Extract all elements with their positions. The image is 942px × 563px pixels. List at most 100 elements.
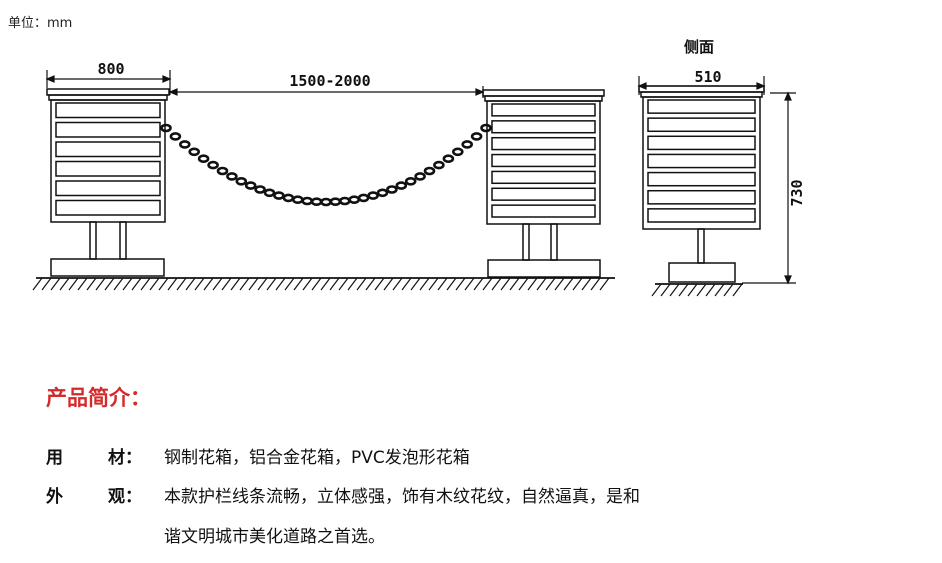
hatch-mark [401,277,412,291]
hatch-mark [732,283,743,297]
chain-link-ring [480,123,492,133]
chain-link-ring [207,160,219,170]
material-key-part2: 材： [108,448,142,468]
chain-link-ring [348,195,361,204]
chain-link-ring [338,196,351,206]
chain-link-ring [216,166,229,176]
hatch-mark [257,277,268,291]
hatch-mark [356,277,367,291]
chain-link-ring [235,177,248,186]
chain-link-ring [179,140,191,149]
slat [55,160,161,177]
material-key: 用 材： [46,443,164,468]
hatch-mark [696,283,707,297]
chain-link-ring [451,147,464,157]
material-key-part1: 用 [46,448,63,468]
slat [55,121,161,138]
top-rail [46,88,170,96]
body-frame [486,100,601,225]
chain-link-ring [282,193,295,203]
chain-link-ring [197,154,210,163]
material-value: 钢制花箱，铝合金花箱，PVC发泡形花箱 [164,448,470,468]
slat [647,117,756,133]
hatch-mark [509,277,520,291]
hatch-mark [158,277,169,291]
hatch-mark [599,277,610,291]
left-planter-box [46,88,170,277]
hatch-mark [651,283,662,297]
chain-link-ring [470,132,483,141]
hatch-mark [275,277,286,291]
slat [647,99,756,114]
slat [647,189,756,205]
hatch-mark [212,277,223,291]
hatch-mark [455,277,466,291]
chain-link-ring [404,177,417,186]
chain-link-ring [414,172,426,181]
hatch-mark [527,277,538,291]
chain-link-ring [386,185,398,194]
intro-title: 产品简介： [46,386,151,410]
hatch-mark [203,277,214,291]
hatch-mark [581,277,592,291]
hatch-mark [545,277,556,291]
hatch-mark [669,283,680,297]
appearance-row: 外观：本款护栏线条流畅，立体感强，饰有木纹花纹，自然逼真，是和 [46,482,640,507]
hatch-mark [311,277,322,291]
hatch-mark [302,277,313,291]
leg [697,228,705,264]
slat [55,102,161,119]
slat [491,136,596,151]
leg [522,223,530,261]
hatch-mark [590,277,601,291]
hatch-mark [50,277,61,291]
hatch-mark [723,283,734,297]
hatch-mark [122,277,133,291]
hatch-mark [185,277,196,291]
chain-link-ring [423,166,436,176]
hatch-mark [687,283,698,297]
chain-link-ring [273,191,285,200]
unit-label: 单位：mm [8,16,73,31]
slat [55,199,161,216]
leg [119,221,127,260]
chain-link-ring [395,181,408,190]
hatch-mark [419,277,430,291]
slat [55,180,161,197]
hatch-mark [473,277,484,291]
leg [550,223,558,261]
side-width-label: 510 [694,68,721,86]
hatch-mark [428,277,439,291]
slat [55,141,161,158]
chain-link-ring [301,196,314,206]
side-height-label: 730 [788,179,806,206]
top-rail [638,85,765,93]
chain-link-ring [367,191,379,200]
appearance-value-line2: 谐文明城市美化道路之首选。 [164,527,385,547]
hatch-mark [482,277,493,291]
hatch-mark [221,277,232,291]
hatch-mark [293,277,304,291]
slat [491,153,596,168]
appearance-key-part2: 观： [108,487,142,507]
side-view-title: 侧面 [684,38,714,56]
appearance-value-line1: 本款护栏线条流畅，立体感强，饰有木纹花纹，自然逼真，是和 [164,487,640,507]
slat [647,208,756,223]
hatch-mark [554,277,565,291]
front-width-label: 800 [97,60,124,78]
hatch-mark [383,277,394,291]
slat [491,103,596,117]
chain-link-ring [160,123,172,133]
right-planter-box [482,89,605,278]
chain-link-ring [254,185,266,194]
hatch-mark [32,277,43,291]
hatch-mark [329,277,340,291]
hatch-mark [660,283,671,297]
chain-link-ring [244,181,257,190]
hatch-mark [194,277,205,291]
slat [491,187,596,201]
top-rail [482,89,605,97]
hatch-mark [113,277,124,291]
hatch-mark [446,277,457,291]
arrow-head [162,75,172,83]
